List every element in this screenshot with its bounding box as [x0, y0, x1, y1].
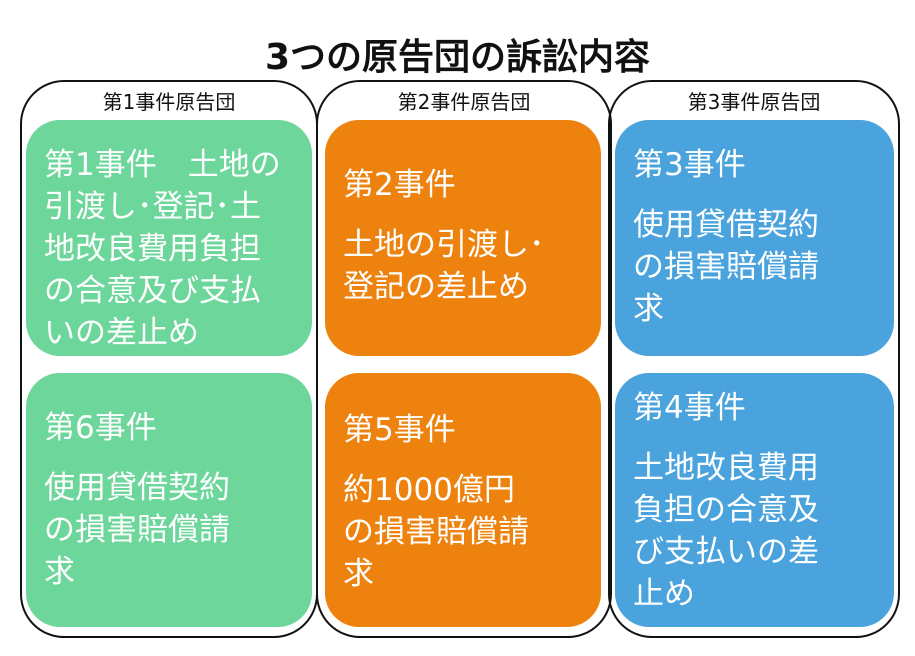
case-title: 第3事件 — [633, 147, 746, 183]
group-2-frame — [316, 80, 612, 638]
case-line: いの差止め — [44, 315, 199, 351]
diagram-title: 3つの原告団の訴訟内容 — [264, 37, 651, 78]
group-3-frame — [608, 80, 900, 638]
case-title: 第5事件 — [343, 412, 456, 448]
case-2-box: 第2事件 土地の引渡し･ 登記の差止め — [325, 120, 601, 356]
case-line: 使用貸借契約 — [633, 207, 819, 243]
case-line: び支払いの差 — [633, 534, 819, 570]
case-line: 引渡し･登記･土 — [44, 189, 261, 225]
case-3-box: 第3事件 使用貸借契約 の損害賠償請 求 — [615, 120, 894, 356]
case-line: 約1000億円 — [343, 472, 515, 508]
case-line: の合意及び支払 — [44, 273, 261, 309]
case-line: の損害賠償請 — [633, 249, 819, 285]
case-title: 第2事件 — [343, 167, 456, 203]
group-2-header: 第2事件原告団 — [397, 90, 531, 114]
case-line: 求 — [633, 291, 664, 327]
case-line: 地改良費用負担 — [44, 231, 261, 267]
case-line: 土地改良費用 — [633, 450, 819, 486]
case-title: 第1事件 土地の — [44, 147, 281, 183]
group-1-header: 第1事件原告団 — [102, 90, 236, 114]
case-line: 土地の引渡し･ — [343, 227, 545, 263]
case-line: の損害賠償請 — [44, 512, 230, 548]
case-line: 使用貸借契約 — [44, 470, 230, 506]
case-line: 負担の合意及 — [633, 492, 819, 528]
case-line: 止め — [633, 576, 695, 612]
case-4-box: 第4事件 土地改良費用 負担の合意及 び支払いの差 止め — [615, 373, 894, 627]
group-3-header: 第3事件原告団 — [687, 90, 821, 114]
case-5-box: 第5事件 約1000億円 の損害賠償請 求 — [325, 373, 601, 627]
case-line: の損害賠償請 — [343, 514, 529, 550]
case-line: 求 — [343, 556, 374, 592]
case-title: 第4事件 — [633, 390, 746, 426]
case-6-box: 第6事件 使用貸借契約 の損害賠償請 求 — [26, 373, 312, 627]
case-1-box: 第1事件 土地の 引渡し･登記･土 地改良費用負担 の合意及び支払 いの差止め — [26, 120, 312, 356]
case-title: 第6事件 — [44, 410, 157, 446]
case-line: 求 — [44, 554, 75, 590]
case-line: 登記の差止め — [343, 269, 529, 305]
